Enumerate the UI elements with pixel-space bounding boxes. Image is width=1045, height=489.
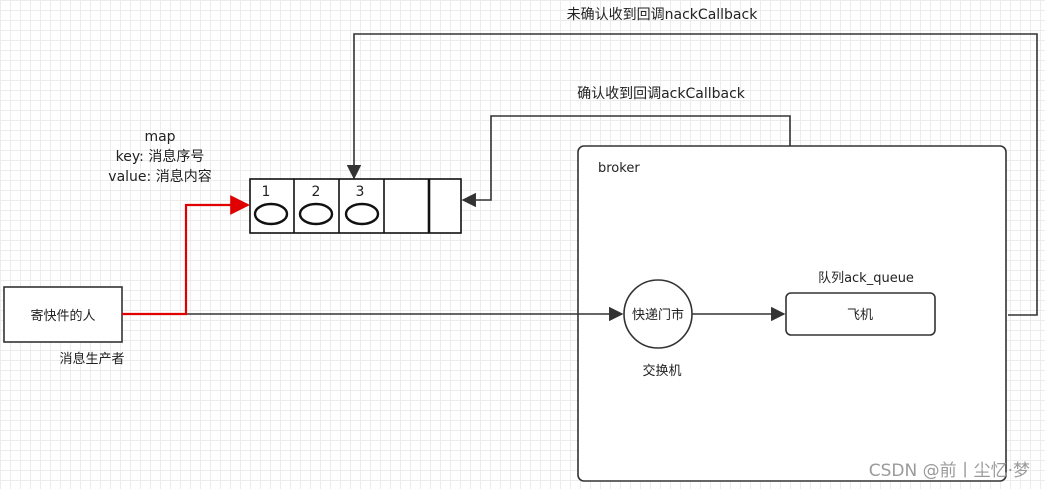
queue-name: 飞机	[847, 308, 873, 323]
exchange-name: 快递门市	[632, 307, 684, 323]
producer-caption: 消息生产者	[59, 351, 124, 367]
message-1-ellipse	[253, 202, 289, 226]
csdn-watermark: CSDN @前丨尘忆·梦	[869, 461, 1030, 481]
map-cell-1: 1	[253, 184, 289, 226]
map-cell-3: 3	[344, 184, 380, 226]
ack-callback-label: 确认收到回调ackCallback	[577, 86, 746, 102]
message-2-ellipse	[298, 202, 334, 226]
broker-label: broker	[598, 161, 640, 176]
nack-callback-label: 未确认收到回调nackCallback	[567, 7, 759, 23]
producer-to-map-red-arrow	[122, 195, 250, 316]
map-value-label: value: 消息内容	[108, 168, 211, 185]
nack-callback-arrow	[346, 33, 1038, 316]
map-cell-1-label: 1	[262, 184, 271, 200]
map-cell-2: 2	[298, 184, 334, 226]
map-key-label: key: 消息序号	[116, 148, 205, 165]
map-title: map	[144, 129, 175, 145]
producer-name: 寄快件的人	[30, 308, 95, 324]
map-cell-2-label: 2	[312, 184, 321, 200]
queue-title: 队列ack_queue	[818, 271, 914, 286]
ack-callback-arrow	[461, 115, 791, 208]
message-3-ellipse	[344, 202, 380, 226]
map-array: 1 2 3	[249, 178, 462, 234]
exchange-caption: 交换机	[642, 363, 681, 379]
queue-box	[785, 292, 936, 336]
map-cell-3-label: 3	[356, 184, 365, 200]
